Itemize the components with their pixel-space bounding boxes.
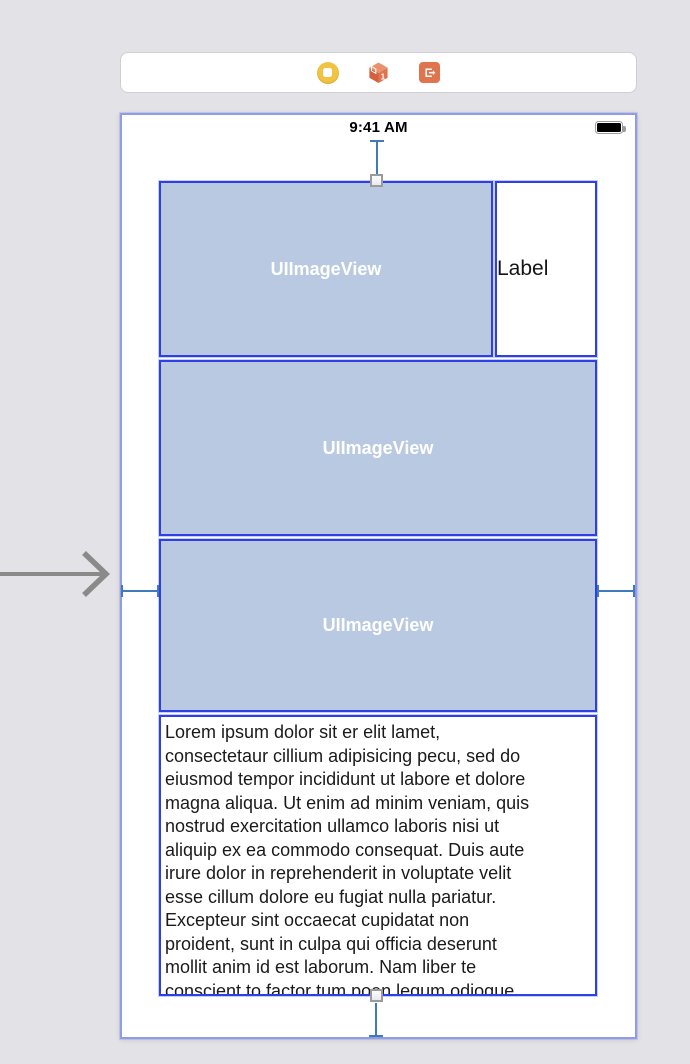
selection-handle-bottom[interactable]	[370, 989, 383, 1002]
label-text: Label	[497, 257, 549, 280]
top-constraint-line[interactable]	[376, 140, 378, 176]
image-view-3-placeholder-text: UIImageView	[322, 615, 434, 635]
battery-fill	[597, 123, 621, 132]
trailing-constraint-cap-left[interactable]	[597, 585, 599, 597]
leading-constraint-line[interactable]	[122, 590, 159, 592]
first-responder-button[interactable]: 1	[367, 61, 390, 84]
selection-handle-top[interactable]	[370, 174, 383, 187]
exit-icon	[419, 62, 440, 83]
trailing-constraint-cap-right[interactable]	[633, 585, 635, 597]
image-view-2-placeholder-text: UIImageView	[322, 437, 434, 458]
image-view-1-placeholder-text: UIImageView	[270, 258, 382, 279]
image-view-3[interactable]: UIImageView	[159, 539, 597, 712]
text-view[interactable]: Lorem ipsum dolor sit er elit lamet, con…	[159, 715, 597, 996]
battery-full-icon	[595, 121, 626, 134]
exit-icon-glyph	[425, 68, 436, 77]
view-controller-button[interactable]	[316, 61, 339, 84]
image-view-2[interactable]: UIImageView	[159, 360, 597, 536]
leading-constraint-cap-right[interactable]	[157, 585, 159, 597]
bottom-constraint-line[interactable]	[375, 1003, 377, 1037]
storyboard-entry-arrow[interactable]	[0, 548, 120, 600]
scene-dock: 1	[120, 52, 637, 93]
trailing-constraint-line[interactable]	[597, 590, 635, 592]
exit-button[interactable]	[418, 61, 441, 84]
status-bar-time: 9:41 AM	[349, 119, 408, 136]
first-responder-icon: 1	[369, 62, 388, 84]
image-view-1[interactable]: UIImageView	[159, 181, 493, 357]
bottom-constraint-cap[interactable]	[369, 1035, 383, 1037]
view-controller-root-view[interactable]: 9:41 AM UIImageView Label UIImageView UI…	[120, 113, 637, 1039]
leading-constraint-cap-left[interactable]	[121, 585, 123, 597]
battery-nub	[623, 125, 626, 132]
device-content: 9:41 AM UIImageView Label UIImageView UI…	[121, 115, 635, 1037]
view-controller-icon	[316, 61, 339, 84]
view-controller-icon-square	[323, 68, 332, 77]
label-view[interactable]: Label	[495, 181, 597, 357]
svg-text:1: 1	[381, 73, 386, 82]
